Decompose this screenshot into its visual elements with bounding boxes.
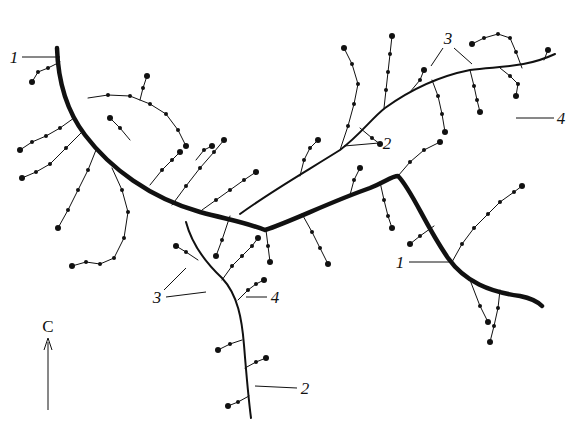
callout-number: 4 — [271, 289, 280, 306]
callout-number: 3 — [153, 289, 162, 306]
compass-letter: C — [42, 318, 53, 335]
callout-number: 1 — [10, 49, 19, 66]
callout-number: 2 — [301, 380, 310, 397]
callout-number: 4 — [557, 110, 566, 127]
callout-number: 3 — [444, 30, 453, 47]
callout-number: 2 — [383, 135, 392, 152]
callout-number: 1 — [396, 254, 405, 271]
leader-lines — [22, 48, 554, 410]
